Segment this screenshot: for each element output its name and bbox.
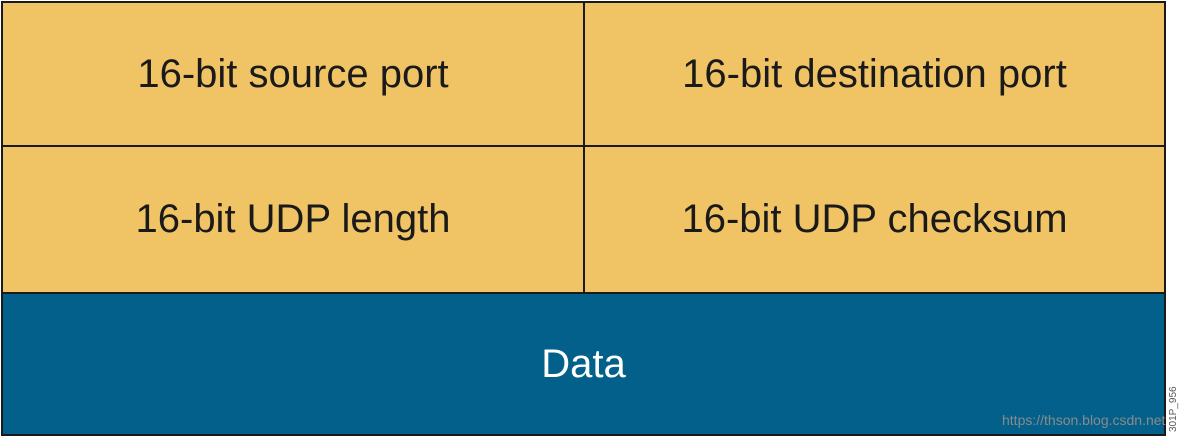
figure-id-label: 301P_956 [1168,386,1179,432]
source-port-field: 16-bit source port [3,3,585,145]
data-row: Data [3,294,1164,434]
header-row-2: 16-bit UDP length 16-bit UDP checksum [3,147,1164,294]
destination-port-field: 16-bit destination port [585,3,1164,145]
udp-length-field: 16-bit UDP length [3,147,585,292]
udp-header-diagram: 16-bit source port 16-bit destination po… [1,1,1166,436]
header-row-1: 16-bit source port 16-bit destination po… [3,3,1164,147]
data-field: Data [3,294,1164,434]
udp-checksum-field: 16-bit UDP checksum [585,147,1164,292]
watermark-text: https://thson.blog.csdn.net [1002,412,1166,428]
